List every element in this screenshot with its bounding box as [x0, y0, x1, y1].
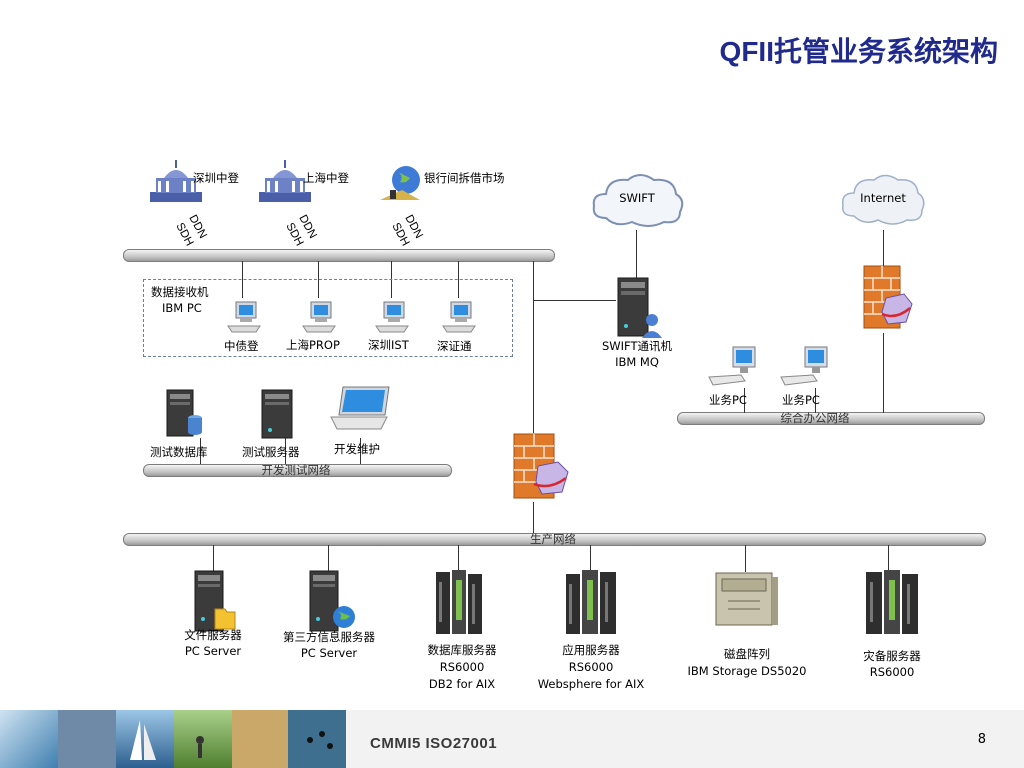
- desktop-pc-icon: [227, 301, 261, 333]
- swift-cloud-label: SWIFT: [619, 191, 655, 205]
- interbank-label: 银行间拆借市场: [424, 171, 505, 185]
- server-line: [590, 545, 591, 572]
- server-line: [458, 545, 459, 572]
- server-label: 数据库服务器: [427, 643, 497, 657]
- footer-bar: CMMI5 ISO27001 8: [0, 710, 1024, 768]
- page-number: 8: [977, 732, 986, 747]
- server-label: Websphere for AIX: [537, 677, 645, 691]
- server-label: RS6000: [439, 660, 485, 674]
- server-label: 磁盘阵列: [724, 647, 770, 661]
- receiver-pc-label: 上海PROP: [286, 338, 340, 352]
- page-title: QFII托管业务系统架构: [719, 36, 998, 67]
- sz-clearing-label: 深圳中登: [193, 171, 239, 185]
- swift-server-icon: [617, 277, 662, 338]
- test-database-icon: [166, 389, 202, 437]
- test-database-label: 测试数据库: [150, 445, 208, 459]
- dev-line: [360, 438, 361, 464]
- server-label: RS6000: [568, 660, 614, 674]
- receiver-group-label: 数据接收机: [151, 285, 209, 299]
- server-line: [213, 545, 214, 572]
- test-server-icon: [261, 389, 293, 439]
- production-network-label: 生产网络: [530, 532, 576, 546]
- server-label: 第三方信息服务器: [283, 630, 375, 644]
- firewall-icon: [513, 433, 569, 499]
- external-bus: [123, 249, 555, 262]
- desktop-pc-icon: [375, 301, 409, 333]
- server-label: 灾备服务器: [863, 649, 921, 663]
- government-building-icon: [259, 160, 311, 202]
- internet-line: [883, 230, 884, 266]
- office-pc-line: [744, 388, 745, 413]
- internet-line: [883, 333, 884, 413]
- receiver-pc-label: 深证通: [437, 339, 472, 353]
- backbone-line: [533, 502, 534, 533]
- office-pc-label: 业务PC: [782, 393, 820, 407]
- firewall-icon: [863, 265, 913, 329]
- swift-cloud-icon: [592, 174, 684, 227]
- server-line: [888, 545, 889, 572]
- server-label: PC Server: [184, 644, 242, 658]
- internet-cloud-icon: [841, 174, 925, 225]
- photo-strip-image: [0, 710, 346, 768]
- server-label: PC Server: [300, 646, 358, 660]
- server-label: 应用服务器: [562, 643, 620, 657]
- swift-node-label: IBM MQ: [615, 355, 659, 369]
- dev-network-bus: [143, 464, 452, 477]
- server-label: 文件服务器: [184, 628, 242, 642]
- swift-cloud-line: [636, 230, 637, 278]
- rs6000-server-icon: [866, 570, 918, 634]
- server-label: DB2 for AIX: [428, 677, 496, 691]
- rs6000-server-icon: [566, 570, 616, 634]
- disk-array-icon: [715, 572, 778, 626]
- internet-cloud-label: Internet: [860, 191, 906, 205]
- backbone-line: [533, 261, 534, 433]
- desktop-pc-icon: [442, 301, 476, 333]
- receiver-pc-label: 深圳IST: [368, 338, 409, 352]
- office-network-bus: [677, 412, 985, 425]
- dev-network-label: 开发测试网络: [261, 463, 331, 477]
- office-pc-icon: [780, 346, 828, 386]
- production-network-bus: [123, 533, 986, 546]
- receiver-group-box: [143, 279, 513, 357]
- server-line: [328, 545, 329, 572]
- desktop-pc-icon: [302, 301, 336, 333]
- government-building-icon: [150, 160, 202, 202]
- rs6000-server-icon: [436, 570, 482, 634]
- server-label: RS6000: [869, 665, 915, 679]
- file-server-icon: [194, 570, 236, 632]
- test-server-label: 测试服务器: [242, 445, 300, 459]
- sh-clearing-label: 上海中登: [303, 171, 349, 185]
- receiver-pc-label: 中债登: [224, 339, 259, 353]
- dev-line: [285, 438, 286, 464]
- swift-link-line: [534, 300, 616, 301]
- dev-maintenance-label: 开发维护: [334, 442, 380, 456]
- office-pc-line: [815, 388, 816, 413]
- office-pc-label: 业务PC: [709, 393, 747, 407]
- certification-label: CMMI5 ISO27001: [370, 735, 498, 752]
- server-line: [745, 545, 746, 572]
- swift-node-label: SWIFT通讯机: [602, 339, 672, 353]
- office-pc-icon: [708, 346, 756, 386]
- globe-market-icon: [380, 166, 420, 200]
- laptop-icon: [330, 386, 390, 430]
- office-network-label: 综合办公网络: [780, 411, 850, 425]
- receiver-group-label: IBM PC: [162, 301, 202, 315]
- dev-line: [200, 438, 201, 464]
- info-server-icon: [309, 570, 355, 632]
- server-label: IBM Storage DS5020: [687, 664, 807, 678]
